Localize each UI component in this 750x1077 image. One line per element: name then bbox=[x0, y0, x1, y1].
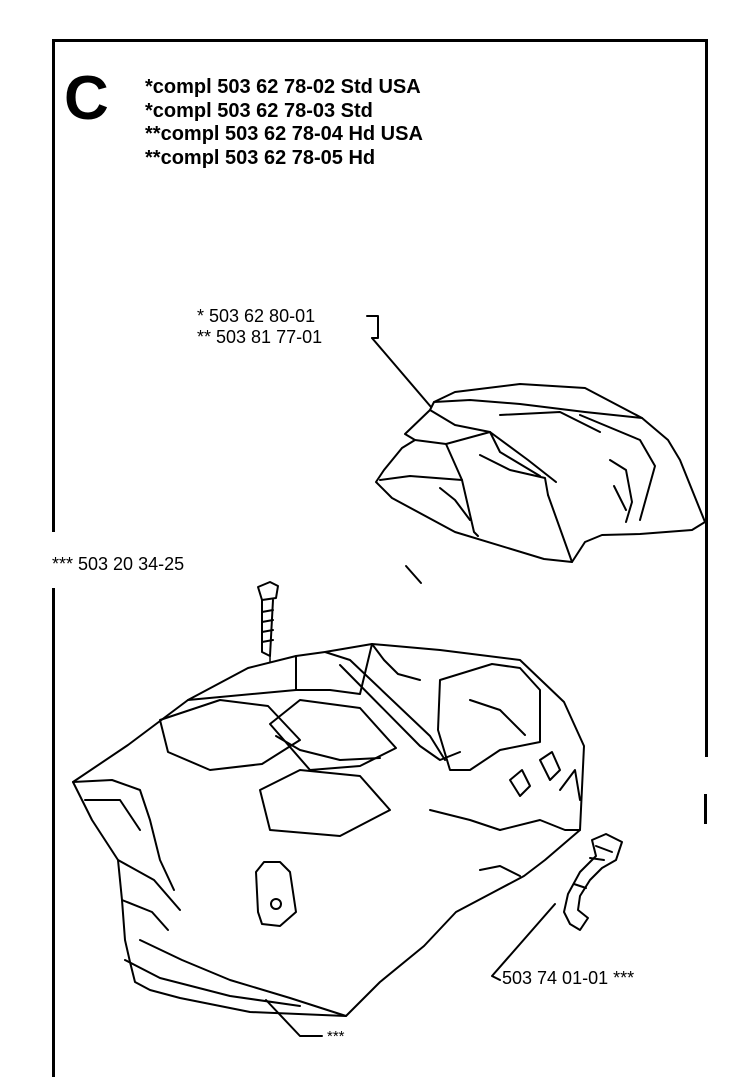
catch-part bbox=[563, 833, 623, 931]
top-cover-hd-part-number: ** 503 81 77-01 bbox=[197, 327, 323, 347]
frame-left-border-upper bbox=[52, 39, 55, 532]
top-cover-part bbox=[375, 383, 706, 563]
frame-right-tick bbox=[704, 794, 707, 824]
assembly-part-numbers: *compl 503 62 78-02 Std USA *compl 503 6… bbox=[145, 76, 423, 170]
assembly-line-4: **compl 503 62 78-05 Hd bbox=[145, 146, 376, 169]
housing-part-number: *** bbox=[327, 1028, 345, 1045]
screw-leader-line bbox=[405, 565, 422, 584]
section-letter: C bbox=[64, 64, 109, 133]
catch-leader-line bbox=[491, 903, 556, 981]
assembly-line-2: *compl 503 62 78-03 Std bbox=[145, 99, 373, 122]
assembly-line-1: *compl 503 62 78-02 Std USA bbox=[145, 76, 421, 98]
screw-part-number: *** 503 20 34-25 bbox=[52, 554, 185, 574]
top-cover-std-part-number: * 503 62 80-01 bbox=[197, 306, 316, 326]
frame-top-border bbox=[52, 39, 708, 42]
cover-leader-line bbox=[371, 337, 438, 415]
catch-part-number: 503 74 01-01 *** bbox=[502, 968, 635, 988]
top-cover-callout: * 503 62 80-01 ** 503 81 77-01 bbox=[197, 306, 322, 348]
screw-part bbox=[257, 581, 279, 657]
main-housing-part bbox=[72, 643, 585, 1017]
housing-leader-line bbox=[265, 999, 323, 1037]
cover-bracket bbox=[366, 315, 379, 339]
assembly-line-3: **compl 503 62 78-04 Hd USA bbox=[145, 123, 423, 145]
frame-right-border bbox=[705, 39, 708, 757]
frame-left-border-lower bbox=[52, 588, 55, 1077]
